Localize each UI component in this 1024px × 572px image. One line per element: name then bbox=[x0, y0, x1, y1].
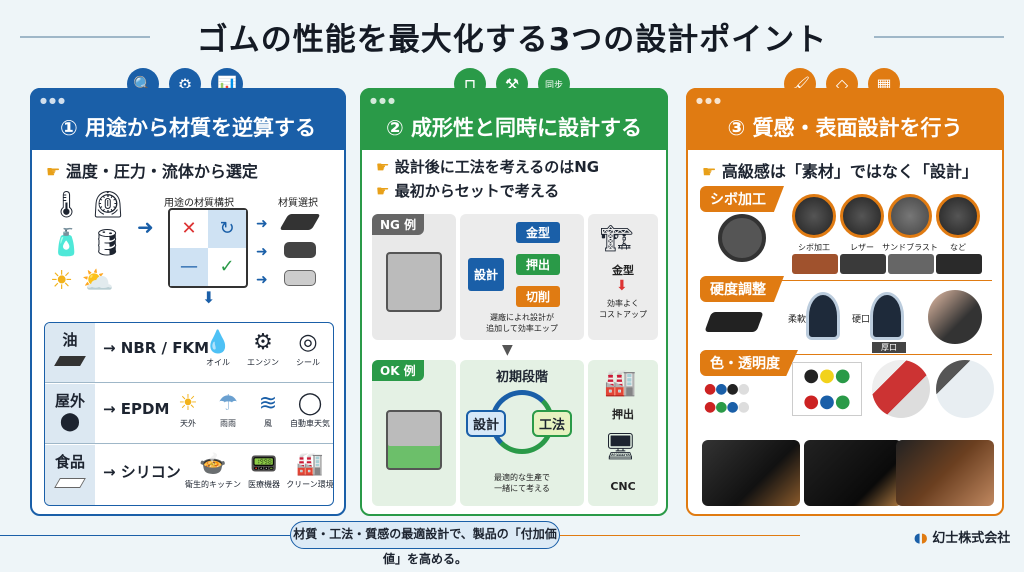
panel-title: ① 用途から材質を逆算する bbox=[59, 116, 317, 140]
panel-subtitle: ☛ 高級感は「素材」ではなく「設計」 bbox=[702, 162, 978, 181]
refresh-icon: ↻ bbox=[208, 210, 246, 248]
ok-example: OK 例 bbox=[372, 360, 456, 506]
panel-subtitle: ☛ 温度・圧力・流体から選定 bbox=[46, 162, 258, 181]
material-matrix: ✕ ↻ — ✓ bbox=[168, 208, 248, 288]
table-row: 食品 → シリコン 🍲衛生的キッチン 📟医療機器 🏭クリーン環境 bbox=[45, 445, 334, 505]
texture-swatch bbox=[936, 194, 980, 238]
texture-swatch bbox=[888, 194, 932, 238]
cleanroom-icon: 🏭クリーン環境 bbox=[286, 452, 334, 489]
leather-case-photo bbox=[804, 440, 902, 506]
cnc-machine-icon: 🖥 bbox=[604, 432, 638, 462]
panel-subtitle-1: ☛ 設計後に工法を考えるのはNG bbox=[376, 158, 600, 176]
hardness-tag: 硬度調整 bbox=[700, 276, 784, 302]
color-tag: 色・透明度 bbox=[700, 350, 798, 376]
pointing-hand-icon: ☛ bbox=[702, 162, 717, 181]
gauge-icon: ⏲ bbox=[91, 190, 125, 220]
minus-icon: — bbox=[170, 248, 208, 286]
phone-case-photo bbox=[702, 440, 800, 506]
table-row: 油 → NBR / FKM 💧オイル ⚙エンジン ◎シール bbox=[45, 323, 333, 383]
panel-header: ●●●② 成形性と同時に設計する bbox=[360, 88, 668, 150]
mold-block-icon bbox=[386, 252, 442, 312]
selection-arrows: ➜➜➜ bbox=[256, 216, 268, 288]
oil-drop-icon: 💧オイル bbox=[204, 330, 232, 367]
panel-title: ② 成形性と同時に設計する bbox=[385, 116, 643, 140]
sun-icon: ☀ bbox=[50, 266, 74, 296]
magnifier-icon bbox=[718, 214, 766, 262]
thermometer-icon: 🌡 bbox=[50, 190, 84, 220]
panel-header: ●●●① 用途から材質を逆算する bbox=[30, 88, 346, 150]
ng-example: NG 例 bbox=[372, 214, 456, 340]
rubber-sheet-icon bbox=[279, 214, 321, 230]
panel-subtitle-2: ☛ 最初からセットで考える bbox=[376, 182, 560, 200]
panel-header: ●●●③ 質感・表面設計を行う bbox=[686, 88, 1004, 150]
sun-icon: ☀天外 bbox=[178, 391, 198, 428]
panel-moldability: ⊓ ⚒ 同步 ●●●② 成形性と同時に設計する ☛ 設計後に工法を考えるのはNG… bbox=[360, 68, 668, 516]
company-logo: ◖◗ 幻士株式会社 bbox=[914, 531, 1011, 546]
oil-can-icon: 🛢 bbox=[90, 228, 124, 258]
wind-icon: ≋風 bbox=[258, 391, 278, 428]
ng-flow: 設計 金型 押出 切削 遲廠によれ設計が 追加して効率エップ bbox=[460, 214, 584, 340]
finger-press-photo bbox=[928, 290, 982, 344]
cross-icon: ✕ bbox=[181, 218, 197, 239]
texture-tag: シボ加工 bbox=[700, 186, 784, 212]
red-tube-photo bbox=[872, 360, 930, 418]
ok-flow: 初期段階 設計 工法 最適的な生產で 一緒にて考える bbox=[460, 360, 584, 506]
title-rule-right bbox=[874, 36, 1004, 38]
page-title: ゴムの性能を最大化する3つの設計ポイント bbox=[196, 22, 828, 58]
rain-icon: ☂雨雨 bbox=[218, 391, 238, 428]
clear-tube-photo bbox=[936, 360, 994, 418]
pointing-hand-icon: ☛ bbox=[46, 162, 61, 181]
title-rule-left bbox=[20, 36, 150, 38]
panel-material: 🔍 ⚙ 📊 ●●●① 用途から材質を逆算する ☛ 温度・圧力・流体から選定 🌡 … bbox=[30, 68, 346, 516]
matrix-label: 用途の材質構択 bbox=[164, 198, 234, 209]
seal-icon: ◎シール bbox=[296, 330, 320, 367]
table-row: 屋外⬤ → EPDM ☀天外 ☂雨雨 ≋風 ◯自動車天気 bbox=[45, 384, 333, 444]
bottles-icon: 🧴 bbox=[50, 228, 83, 258]
selection-label: 材質選択 bbox=[278, 198, 318, 209]
cloud-sun-icon: ⛅ bbox=[81, 266, 114, 296]
extruder-icon: 🏭 bbox=[604, 368, 637, 398]
texture-sample bbox=[936, 254, 982, 274]
medical-device-icon: 📟医療機器 bbox=[248, 452, 280, 489]
car-interior-photo bbox=[896, 440, 994, 506]
check-icon: ✓ bbox=[219, 256, 235, 277]
texture-swatch bbox=[792, 194, 836, 238]
milling-machine-icon: 🏗 bbox=[600, 224, 634, 254]
rubber-plugs-photo: ●●●●●● bbox=[792, 362, 862, 416]
ok-outputs: 🏭 押出 🖥 CNC bbox=[588, 360, 658, 506]
engine-icon: ⚙エンジン bbox=[247, 330, 279, 367]
ring-icon: ⬤ bbox=[59, 411, 81, 432]
arrow-down-icon: ⬇ bbox=[202, 288, 216, 307]
pointing-hand-icon: ☛ bbox=[376, 182, 390, 200]
arrow-down-icon: ⬇ bbox=[616, 278, 628, 294]
pointing-hand-icon: ☛ bbox=[376, 158, 390, 176]
rubber-pad-icon bbox=[284, 270, 316, 286]
pressing-pad-icon bbox=[704, 312, 764, 332]
rubber-part-icon bbox=[284, 242, 316, 258]
durometer-icon bbox=[870, 292, 904, 340]
panel-surface: 🖌 ◇ ▦ ●●●③ 質感・表面設計を行う ☛ 高級感は「素材」ではなく「設計」… bbox=[686, 68, 1004, 516]
mold-block-icon bbox=[386, 410, 442, 470]
sheet-icon bbox=[54, 356, 86, 366]
panel-title: ③ 質感・表面設計を行う bbox=[727, 116, 963, 140]
footer-message: 材質・工法・質感の最適設計で、製品の「付加価値」を高める。 bbox=[290, 521, 560, 566]
pot-icon: 🍲衛生的キッチン bbox=[185, 452, 241, 489]
o-ring-icon: ◯自動車天気 bbox=[290, 391, 330, 428]
texture-swatch bbox=[840, 194, 884, 238]
condition-icons: 🌡 ⏲ 🧴 🛢 ☀ ⛅ bbox=[50, 186, 140, 300]
colored-caps-icon: ●●●●●●●● bbox=[704, 381, 750, 415]
texture-sample bbox=[888, 254, 934, 274]
material-table: 油 → NBR / FKM 💧オイル ⚙エンジン ◎シール 屋外⬤ → EPDM… bbox=[44, 322, 334, 506]
texture-sample bbox=[840, 254, 886, 274]
durometer-icon bbox=[806, 292, 840, 340]
texture-sample bbox=[792, 254, 838, 274]
ng-result: 🏗 金型 ⬇ 効率よく コストアップ bbox=[588, 214, 658, 340]
company-logo-icon: ◖ bbox=[914, 531, 921, 546]
arrow-right-icon: ➜ bbox=[137, 215, 154, 239]
silicone-sheet-icon bbox=[54, 478, 86, 488]
arrow-down-icon: ▼ bbox=[502, 342, 513, 358]
